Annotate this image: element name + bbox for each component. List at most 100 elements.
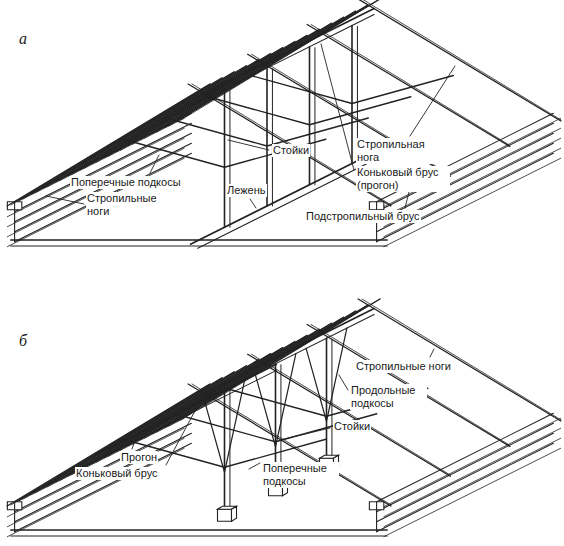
cross-brace bbox=[174, 414, 275, 442]
rafter-leg bbox=[141, 317, 344, 439]
post bbox=[229, 90, 230, 227]
rafter-leg bbox=[31, 72, 234, 194]
brick-pillar bbox=[232, 506, 237, 521]
leader-line bbox=[150, 155, 159, 173]
log-wall bbox=[15, 433, 192, 521]
leader-line bbox=[430, 349, 434, 357]
part-label: Поперечные подкосы bbox=[262, 462, 339, 488]
part-label: Прогон bbox=[120, 451, 158, 464]
cross-brace bbox=[208, 97, 309, 125]
floor-beam bbox=[11, 529, 387, 530]
part-label: Продольные подкосы bbox=[350, 384, 427, 410]
log-wall bbox=[376, 502, 377, 532]
rafter-leg bbox=[7, 384, 210, 506]
longitudinal-brace bbox=[276, 354, 296, 447]
post bbox=[351, 26, 353, 164]
ridge-beam bbox=[194, 308, 374, 398]
cross-brace bbox=[225, 388, 326, 416]
rafter-leg bbox=[56, 60, 259, 182]
cross-brace bbox=[352, 76, 453, 104]
longitudinal-brace bbox=[327, 328, 347, 421]
rafter-leg bbox=[177, 0, 380, 121]
rafter-leg bbox=[141, 17, 344, 139]
rafter-leg bbox=[153, 311, 356, 433]
floor-beam bbox=[11, 245, 387, 246]
part-label: Подстропильный брус bbox=[305, 210, 421, 223]
leader-line bbox=[228, 140, 269, 150]
rafter-leg bbox=[92, 342, 295, 464]
rafter-leg bbox=[80, 348, 283, 470]
log-wall bbox=[15, 133, 192, 221]
log-wall bbox=[7, 158, 184, 246]
brick-pillar bbox=[218, 509, 232, 521]
log-wall bbox=[377, 443, 554, 531]
longitudinal-brace bbox=[204, 399, 224, 472]
cross-brace bbox=[166, 118, 267, 146]
longitudinal-brace bbox=[306, 348, 326, 421]
rafter-leg bbox=[153, 11, 356, 133]
rafter-leg bbox=[248, 54, 451, 176]
post bbox=[309, 47, 311, 185]
rafter-leg bbox=[307, 25, 510, 147]
rafter-leg bbox=[307, 325, 510, 447]
log-wall bbox=[14, 202, 15, 242]
log-wall bbox=[15, 153, 192, 241]
part-label: Стойки bbox=[272, 144, 310, 157]
log-wall bbox=[384, 428, 561, 516]
leader-line bbox=[250, 199, 256, 208]
purlin-beam bbox=[96, 370, 276, 460]
rafter-leg bbox=[104, 335, 307, 457]
rafter-leg bbox=[44, 66, 247, 188]
part-label: Стропильные ноги bbox=[86, 192, 163, 218]
leader-line bbox=[339, 375, 348, 390]
leader-line bbox=[46, 196, 84, 204]
rafter-leg bbox=[311, 324, 510, 445]
part-label: Коньковый брус (прогон) bbox=[356, 166, 450, 192]
log-wall bbox=[7, 428, 184, 516]
ridge-beam bbox=[194, 14, 374, 104]
rafter-leg bbox=[104, 35, 307, 157]
rafter-leg bbox=[19, 78, 222, 200]
rafter-leg bbox=[19, 378, 222, 500]
rafter-leg bbox=[7, 84, 210, 206]
part-label: Поперечные подкосы bbox=[70, 176, 182, 189]
leader-lines bbox=[46, 44, 455, 469]
leader-line bbox=[249, 463, 260, 469]
leader-line bbox=[166, 394, 204, 465]
floor-beam bbox=[11, 535, 387, 536]
roof-frame-b bbox=[7, 299, 561, 537]
log-wall bbox=[7, 138, 184, 226]
part-label: Лежень bbox=[226, 184, 267, 197]
log-wall bbox=[384, 418, 561, 506]
rafter-leg bbox=[31, 372, 234, 494]
part-label: Коньковый брус bbox=[75, 467, 159, 480]
post bbox=[314, 48, 315, 185]
part-label: Стропильная нога bbox=[356, 138, 433, 164]
log-wall bbox=[7, 438, 184, 526]
log-wall bbox=[15, 423, 192, 511]
cross-brace bbox=[225, 139, 326, 167]
log-wall bbox=[384, 448, 561, 536]
rafter-leg bbox=[44, 366, 247, 488]
leader-line bbox=[321, 44, 354, 170]
rafter-leg bbox=[92, 42, 295, 164]
leader-line bbox=[132, 441, 135, 449]
cross-brace bbox=[123, 139, 224, 167]
cross-brace bbox=[251, 76, 352, 104]
rafter-leg bbox=[56, 360, 259, 482]
longitudinal-brace bbox=[255, 374, 275, 447]
leader-line bbox=[280, 428, 330, 440]
log-wall bbox=[377, 423, 554, 511]
roof-frame-a bbox=[7, 0, 561, 248]
rafter-leg bbox=[311, 24, 510, 145]
log-wall bbox=[377, 413, 554, 501]
part-label: Стойки bbox=[333, 420, 371, 433]
post bbox=[326, 338, 328, 458]
log-wall bbox=[14, 502, 15, 532]
figure-letter: а bbox=[18, 30, 28, 48]
part-label: Стропильные ноги bbox=[355, 360, 452, 373]
leader-line bbox=[410, 66, 455, 136]
sill-beam bbox=[191, 151, 378, 245]
rafter-leg bbox=[116, 29, 319, 151]
